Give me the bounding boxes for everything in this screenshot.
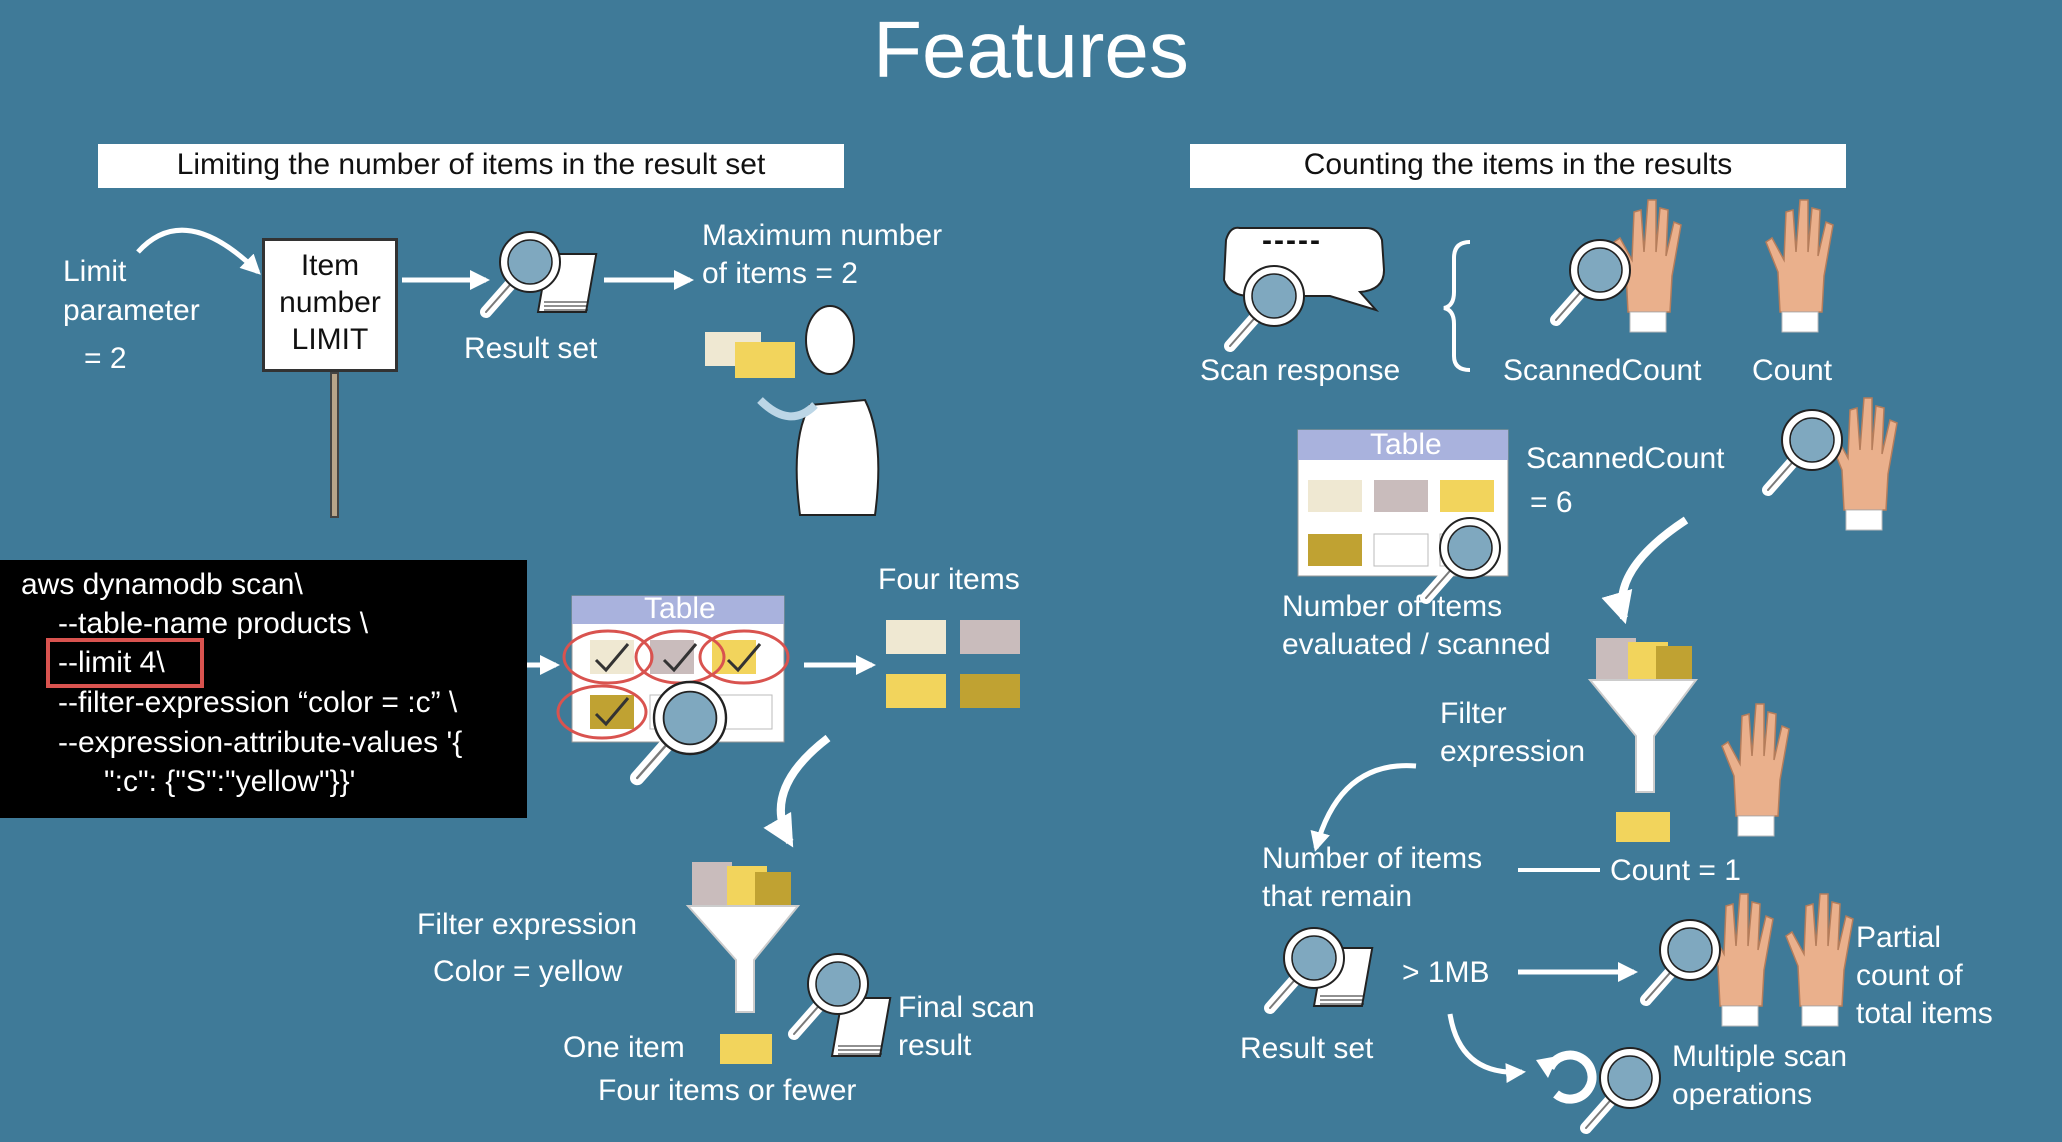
funnel-left-icon xyxy=(685,862,801,1013)
remain-line1: Number of items xyxy=(1262,842,1483,875)
speech-dashes: ----- xyxy=(1262,224,1322,257)
scannedcount6-hand-icon xyxy=(1829,397,1898,531)
sign-line3: LIMIT xyxy=(291,323,369,356)
four-or-fewer-label: Four items or fewer xyxy=(598,1074,857,1107)
scannedcount-magnifier-icon xyxy=(1556,240,1630,320)
limit-param-line3: = 2 xyxy=(84,342,127,375)
max-items-line1: Maximum number xyxy=(702,219,943,252)
right-section-header: Counting the items in the results xyxy=(1190,144,1846,188)
scannedcount-label: ScannedCount xyxy=(1503,354,1702,387)
code-line-5: --expression-attribute-values '{ xyxy=(58,726,463,759)
multiple-line2: operations xyxy=(1672,1078,1813,1111)
sign-line2: number xyxy=(279,286,381,319)
limit-param-line2: parameter xyxy=(63,294,200,327)
scannedcount6-line1: ScannedCount xyxy=(1526,442,1725,475)
sign-line1: Item xyxy=(300,249,360,282)
filter-expression-label: Filter expression xyxy=(417,908,638,941)
code-line-3: --limit 4\ xyxy=(58,646,165,679)
evaluated-line2: evaluated / scanned xyxy=(1282,628,1551,661)
page-title: Features xyxy=(873,5,1189,94)
code-line-1: aws dynamodb scan\ xyxy=(21,568,303,601)
remain-line2: that remain xyxy=(1262,880,1413,913)
limit-sign: Item number LIMIT xyxy=(262,238,398,372)
count-one-swatch xyxy=(1616,812,1670,842)
count-label: Count xyxy=(1752,354,1833,387)
result-set-label: Result set xyxy=(464,332,598,365)
evaluated-line1: Number of items xyxy=(1282,590,1503,623)
filter-hand-icon xyxy=(1721,703,1790,837)
partial-magnifier-icon xyxy=(1646,920,1720,1000)
limit-curve-arrow xyxy=(136,227,261,275)
limit-highlight-box xyxy=(46,638,204,688)
table-label-right: Table xyxy=(1370,428,1442,461)
code-line-4: --filter-expression “color = :c” \ xyxy=(58,686,458,719)
scan-table-right xyxy=(1297,429,1509,577)
multiple-magnifier-icon xyxy=(1586,1048,1660,1128)
cli-code-block: aws dynamodb scan\ --table-name products… xyxy=(0,560,527,818)
one-item-label: One item xyxy=(563,1031,685,1064)
funnel-right-icon xyxy=(1587,638,1698,793)
scannedcount6-line2: = 6 xyxy=(1530,486,1573,519)
gt-1mb-label: > 1MB xyxy=(1402,956,1490,989)
sign-pole xyxy=(330,372,339,518)
brace xyxy=(1443,240,1471,372)
partial-line1: Partial xyxy=(1856,921,1942,954)
final-scan-line2: result xyxy=(898,1029,972,1062)
code-line-2: --table-name products \ xyxy=(58,607,369,640)
curve-arrow-to-funnel-right xyxy=(1601,516,1689,625)
final-scan-line1: Final scan xyxy=(898,991,1035,1024)
color-yellow-label: Color = yellow xyxy=(433,955,623,988)
curve-arrow-to-multiple xyxy=(1447,1013,1526,1084)
code-line-6: ":c": {"S":"yellow"}}' xyxy=(104,765,356,798)
one-item-swatch xyxy=(720,1034,772,1064)
count-hand-icon xyxy=(1765,199,1834,333)
filter-line2: expression xyxy=(1440,735,1586,768)
limit-param-line1: Limit xyxy=(63,255,127,288)
partial-line3: total items xyxy=(1856,997,1993,1030)
curve-arrow-to-remain xyxy=(1310,763,1417,852)
person-icon xyxy=(705,305,880,516)
left-section-header: Limiting the number of items in the resu… xyxy=(98,144,844,188)
result-set-right-label: Result set xyxy=(1240,1032,1374,1065)
multiple-line1: Multiple scan xyxy=(1672,1040,1848,1073)
four-items-label: Four items xyxy=(878,563,1020,596)
curve-arrow-to-funnel-left xyxy=(763,734,831,848)
refresh-icon xyxy=(1536,1050,1597,1104)
scan-response-label: Scan response xyxy=(1200,354,1401,387)
max-items-line2: of items = 2 xyxy=(702,257,858,290)
scannedcount6-magnifier-icon xyxy=(1768,410,1842,490)
filter-line1: Filter xyxy=(1440,697,1507,730)
four-items-swatches xyxy=(886,620,1020,708)
count-eq-label: Count = 1 xyxy=(1610,854,1741,887)
partial-hand-2-icon xyxy=(1785,893,1854,1027)
table-label-left: Table xyxy=(644,592,716,625)
partial-line2: count of xyxy=(1856,959,1963,992)
